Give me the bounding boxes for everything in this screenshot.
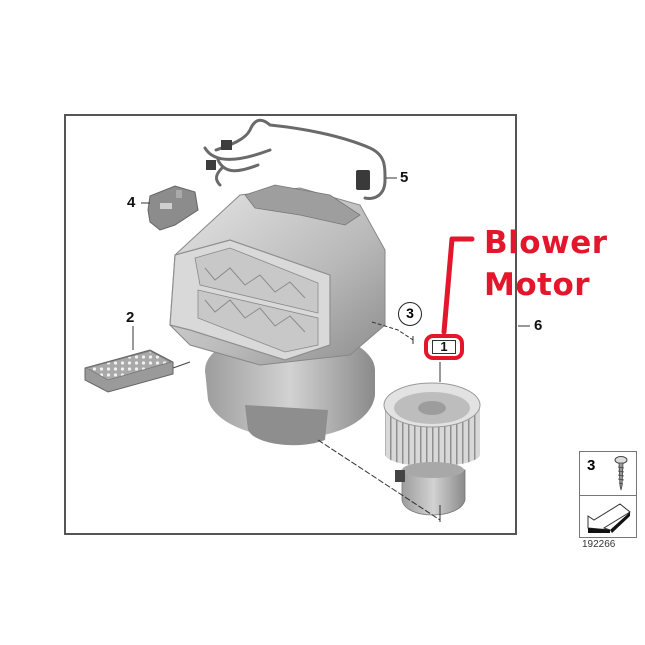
legend-box: 3 bbox=[579, 451, 637, 538]
blower-motor-illustration bbox=[383, 382, 481, 516]
callout-6: 6 bbox=[534, 317, 543, 334]
callout-1-label: 1 bbox=[432, 340, 456, 354]
harness-connector-a bbox=[221, 140, 232, 150]
callout-2: 2 bbox=[126, 309, 135, 326]
screw-icon bbox=[614, 456, 628, 491]
leader-lines bbox=[132, 177, 530, 522]
blower-housing bbox=[169, 184, 386, 446]
harness-connector-b bbox=[206, 160, 216, 170]
wiring-harness bbox=[203, 118, 387, 200]
resistor-unit bbox=[84, 349, 174, 393]
actuator bbox=[147, 185, 199, 231]
legend-divider bbox=[580, 495, 636, 496]
diagram-id: 192266 bbox=[582, 539, 616, 550]
annotation-line-2: Motor bbox=[484, 267, 591, 303]
annotation-pointer bbox=[441, 236, 475, 335]
callout-3-circled: 3 bbox=[398, 302, 422, 326]
arrow-down-left-icon bbox=[587, 503, 631, 533]
callout-5: 5 bbox=[400, 169, 409, 186]
callout-1-highlighted: 1 bbox=[424, 334, 464, 360]
annotation-line-1: Blower bbox=[484, 225, 608, 261]
diagram-frame bbox=[64, 114, 517, 535]
callout-4: 4 bbox=[127, 194, 136, 211]
legend-item-number: 3 bbox=[587, 457, 596, 474]
harness-connector-c bbox=[356, 170, 370, 190]
blower-motor-annotation: Blower Motor bbox=[484, 222, 608, 306]
